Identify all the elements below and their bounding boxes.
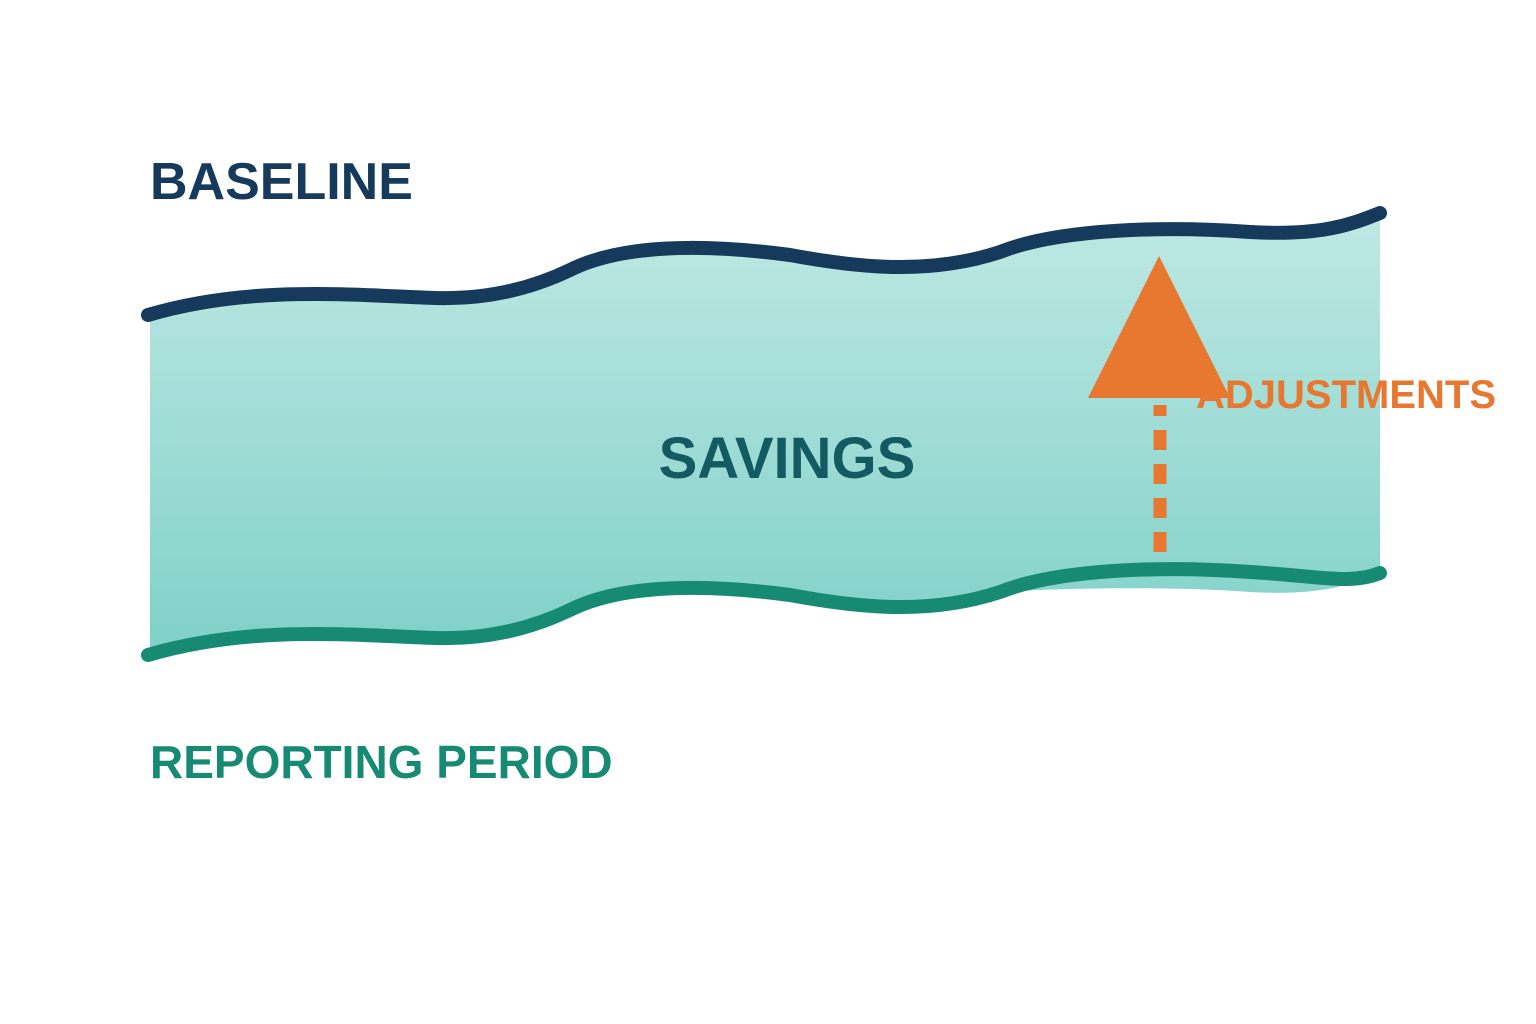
baseline-label: BASELINE — [150, 153, 413, 211]
reporting-period-label: REPORTING PERIOD — [150, 736, 613, 788]
savings-label: SAVINGS — [659, 426, 916, 491]
reporting-period-line — [141, 562, 1387, 662]
baseline-line — [141, 206, 1387, 322]
adjustments-label: ADJUSTMENTS — [1196, 373, 1496, 417]
adjustments-arrow-head-icon — [1088, 256, 1230, 398]
savings-band — [150, 213, 1380, 655]
